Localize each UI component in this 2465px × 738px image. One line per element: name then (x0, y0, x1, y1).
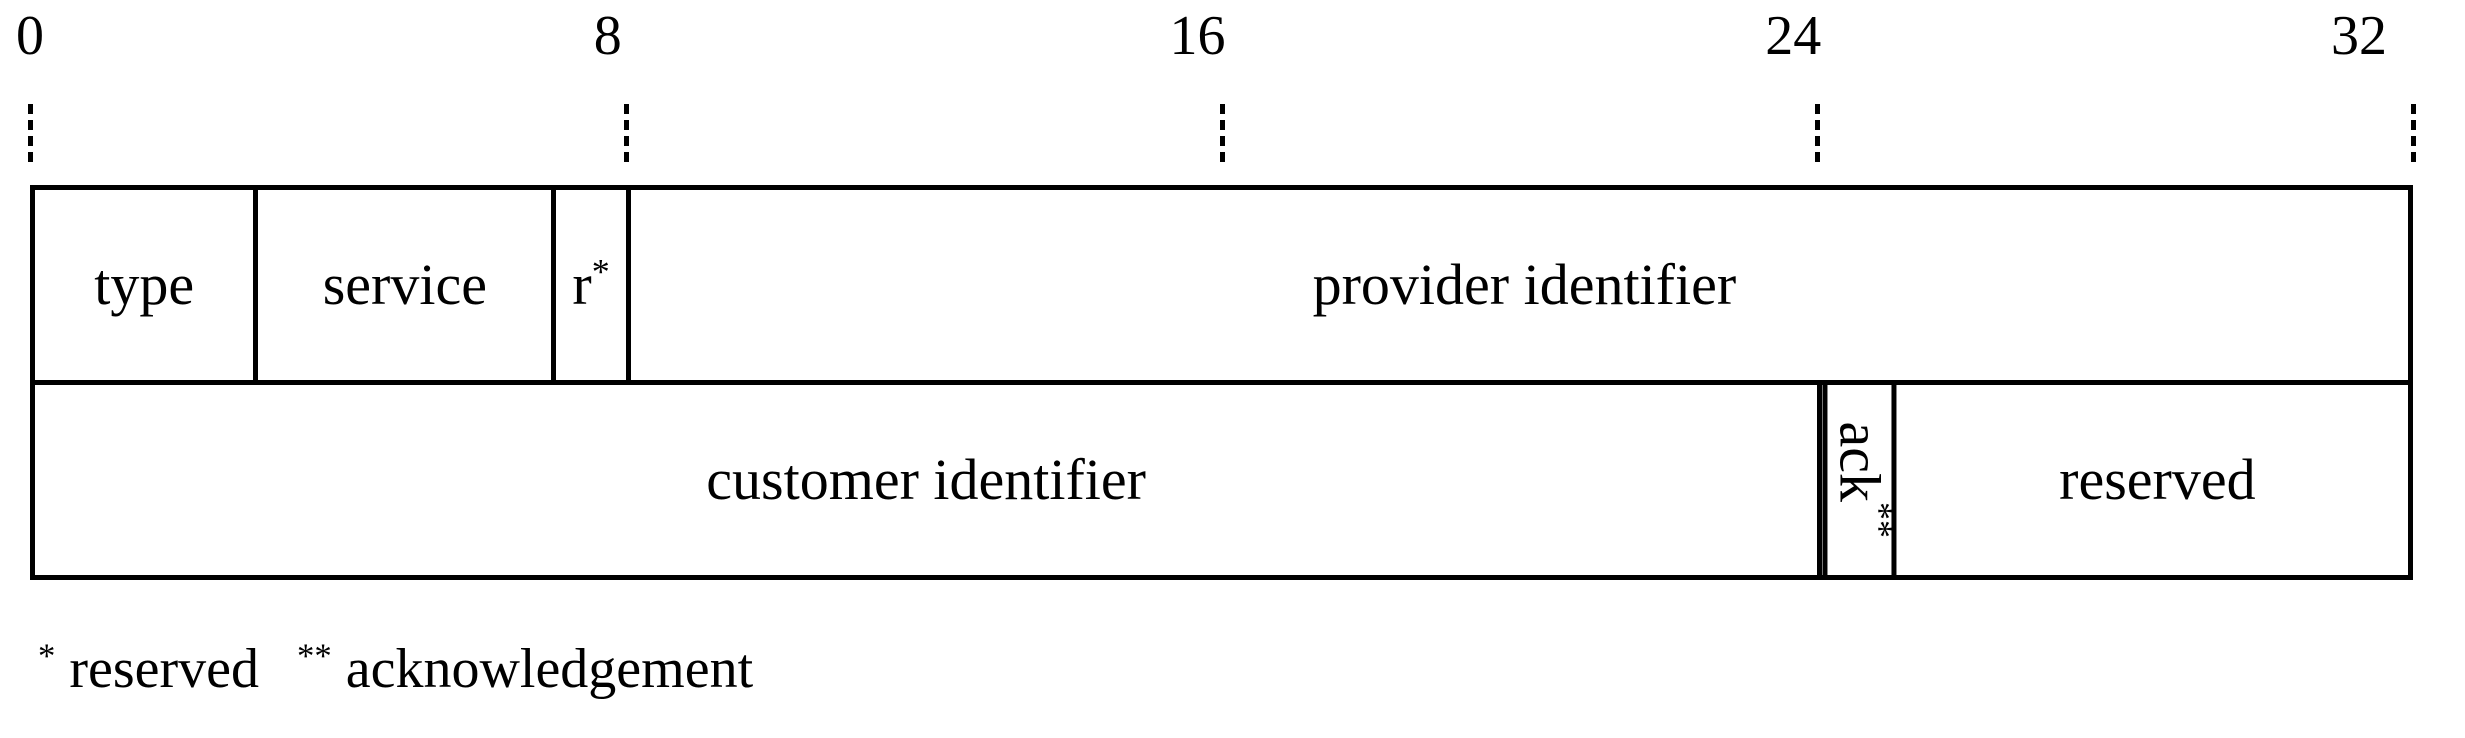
packet-field-label: ack** (1827, 421, 1900, 539)
bit-label-24: 24 (1765, 5, 1822, 67)
footnote-marker: * (38, 636, 56, 676)
packet-field-ack: ack** (1822, 385, 1900, 575)
bit-tick-32 (2411, 104, 2416, 162)
bit-label-32: 32 (2331, 5, 2387, 67)
footnote-marker: ** (1859, 502, 1900, 539)
packet-row-word-1: type service r* provider identifier (35, 190, 2408, 385)
packet-field-label: service (322, 252, 487, 317)
bit-label-0: 0 (16, 5, 44, 67)
packet-field-label: customer identifier (706, 447, 1146, 512)
bit-label-16: 16 (1169, 5, 1226, 67)
packet-field-label: type (94, 252, 195, 317)
packet-field-service: service (258, 190, 557, 380)
packet-field-type: type (35, 190, 259, 380)
bit-label-8: 8 (593, 5, 622, 67)
bit-tick-16 (1219, 104, 1225, 162)
footnote-legend: * reserved ** acknowledgement (38, 638, 753, 700)
packet-field-provider-identifier: provider identifier (631, 190, 2418, 380)
bit-tick-8 (623, 104, 629, 162)
packet-row-word-2: customer identifier ack** reserved (35, 385, 2408, 575)
packet-field-r: r* (556, 190, 631, 380)
packet-field-label: reserved (2059, 447, 2256, 512)
footnote-text: reserved (55, 638, 260, 700)
packet-field-customer-identifier: customer identifier (35, 385, 1823, 575)
bit-tick-0 (28, 104, 33, 162)
packet-field-reserved: reserved (1897, 385, 2418, 575)
footnote-item: ** acknowledgement (297, 638, 753, 700)
packet-table: type service r* provider identifier custome… (30, 185, 2413, 580)
footnote-text: acknowledgement (331, 638, 754, 700)
packet-field-label: r* (572, 251, 610, 317)
packet-field-label: provider identifier (1312, 252, 1737, 317)
footnote-marker: * (591, 251, 610, 292)
footnote-marker: ** (297, 636, 332, 676)
bit-tick-24 (1815, 104, 1821, 162)
footnote-item: * reserved (38, 638, 259, 700)
